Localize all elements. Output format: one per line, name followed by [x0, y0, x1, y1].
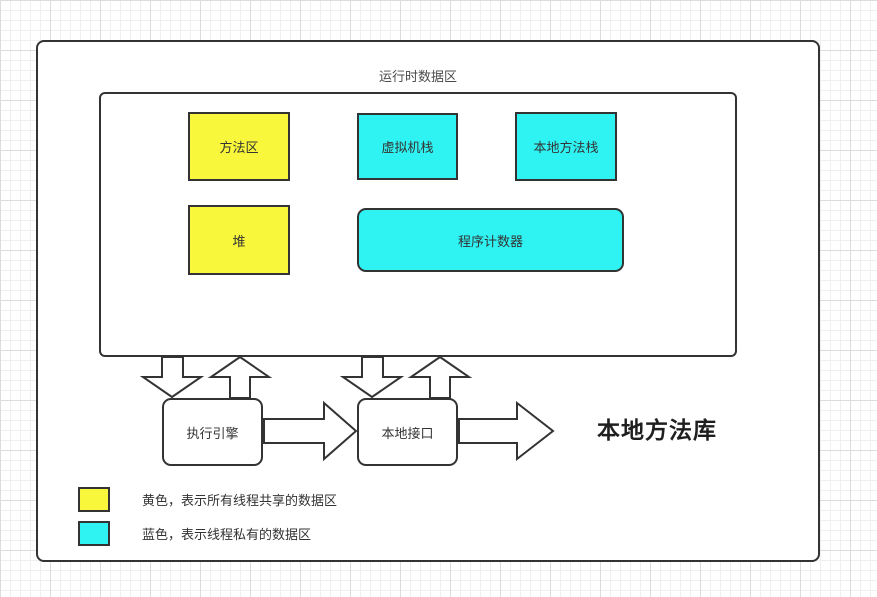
legend-label-private: 蓝色，表示线程私有的数据区	[142, 527, 312, 542]
native-interface-label: 本地接口	[381, 425, 434, 441]
native-method-stack-label: 本地方法栈	[533, 140, 599, 155]
heap-box: 堆	[188, 205, 290, 275]
execution-engine-label: 执行引擎	[186, 425, 239, 441]
program-counter-box: 程序计数器	[357, 208, 624, 272]
legend-swatch-cyan	[78, 521, 110, 546]
vm-stack-label: 虚拟机栈	[381, 140, 434, 155]
runtime-data-area-title: 运行时数据区	[378, 69, 457, 84]
legend-label-shared: 黄色，表示所有线程共享的数据区	[142, 493, 338, 508]
method-area-box: 方法区	[188, 112, 290, 181]
native-method-stack-box: 本地方法栈	[515, 112, 617, 181]
program-counter-label: 程序计数器	[457, 233, 523, 249]
heap-label: 堆	[232, 233, 246, 249]
native-interface-box: 本地接口	[357, 398, 458, 466]
method-area-label: 方法区	[219, 140, 259, 155]
legend-item-shared: 黄色，表示所有线程共享的数据区	[78, 487, 337, 512]
legend-item-private: 蓝色，表示线程私有的数据区	[78, 521, 311, 546]
legend-swatch-yellow	[78, 487, 110, 512]
vm-stack-box: 虚拟机栈	[357, 113, 458, 180]
execution-engine-box: 执行引擎	[162, 398, 263, 466]
native-method-library-label: 本地方法库	[597, 417, 717, 443]
